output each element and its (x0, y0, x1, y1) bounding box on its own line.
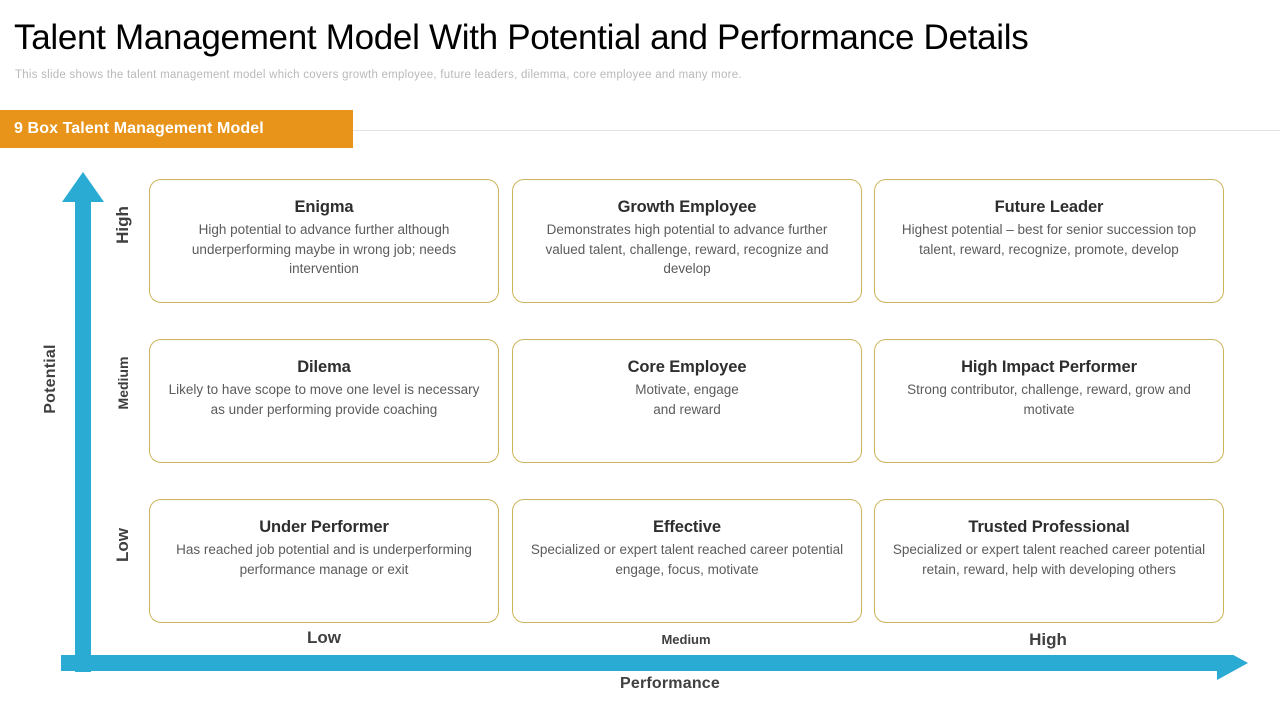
potential-axis-arrow (62, 172, 104, 672)
cell-description: Likely to have scope to move one level i… (168, 382, 480, 417)
y-tick-low: Low (113, 528, 132, 562)
matrix-cell-future-leader[interactable]: Future Leader Highest potential – best f… (874, 179, 1224, 303)
cell-description: Motivate, engage and reward (635, 382, 739, 417)
cell-title: Dilema (297, 358, 351, 376)
cell-title: High Impact Performer (961, 358, 1137, 376)
page-subtitle: This slide shows the talent management m… (15, 69, 742, 81)
y-tick-medium: Medium (115, 356, 131, 410)
cell-description: Has reached job potential and is underpe… (176, 542, 472, 577)
cell-title: Effective (653, 518, 721, 536)
nine-box-grid: Enigma High potential to advance further… (149, 179, 1225, 623)
banner-divider (353, 130, 1280, 131)
cell-description: Demonstrates high potential to advance f… (545, 222, 829, 276)
cell-description: High potential to advance further althou… (191, 222, 457, 276)
matrix-cell-trusted-professional[interactable]: Trusted Professional Specialized or expe… (874, 499, 1224, 623)
cell-description: Specialized or expert talent reached car… (530, 542, 844, 577)
cell-description: Strong contributor, challenge, reward, g… (907, 382, 1191, 417)
cell-description: Specialized or expert talent reached car… (892, 542, 1206, 577)
axis-title-potential: Potential (42, 344, 59, 414)
matrix-cell-effective[interactable]: Effective Specialized or expert talent r… (512, 499, 862, 623)
cell-title: Growth Employee (617, 198, 757, 216)
cell-title: Under Performer (259, 518, 389, 536)
cell-title: Enigma (294, 198, 354, 216)
performance-axis-arrow (61, 655, 1248, 680)
x-tick-low: Low (307, 628, 341, 647)
cell-title: Core Employee (627, 358, 747, 376)
cell-description: Highest potential – best for senior succ… (901, 222, 1197, 257)
matrix-cell-enigma[interactable]: Enigma High potential to advance further… (149, 179, 499, 303)
section-banner-label: 9 Box Talent Management Model (14, 120, 264, 137)
matrix-cell-under-performer[interactable]: Under Performer Has reached job potentia… (149, 499, 499, 623)
section-banner: 9 Box Talent Management Model (0, 110, 353, 148)
axis-title-performance: Performance (619, 675, 721, 692)
matrix-cell-dilema[interactable]: Dilema Likely to have scope to move one … (149, 339, 499, 463)
cell-title: Trusted Professional (968, 518, 1130, 536)
cell-title: Future Leader (994, 198, 1104, 216)
page-title: Talent Management Model With Potential a… (14, 18, 1029, 57)
matrix-cell-high-impact-performer[interactable]: High Impact Performer Strong contributor… (874, 339, 1224, 463)
matrix-cell-growth-employee[interactable]: Growth Employee Demonstrates high potent… (512, 179, 862, 303)
x-tick-high: High (1029, 630, 1067, 649)
matrix-cell-core-employee[interactable]: Core Employee Motivate, engage and rewar… (512, 339, 862, 463)
y-tick-high: High (113, 206, 132, 244)
x-tick-medium: Medium (661, 632, 711, 647)
